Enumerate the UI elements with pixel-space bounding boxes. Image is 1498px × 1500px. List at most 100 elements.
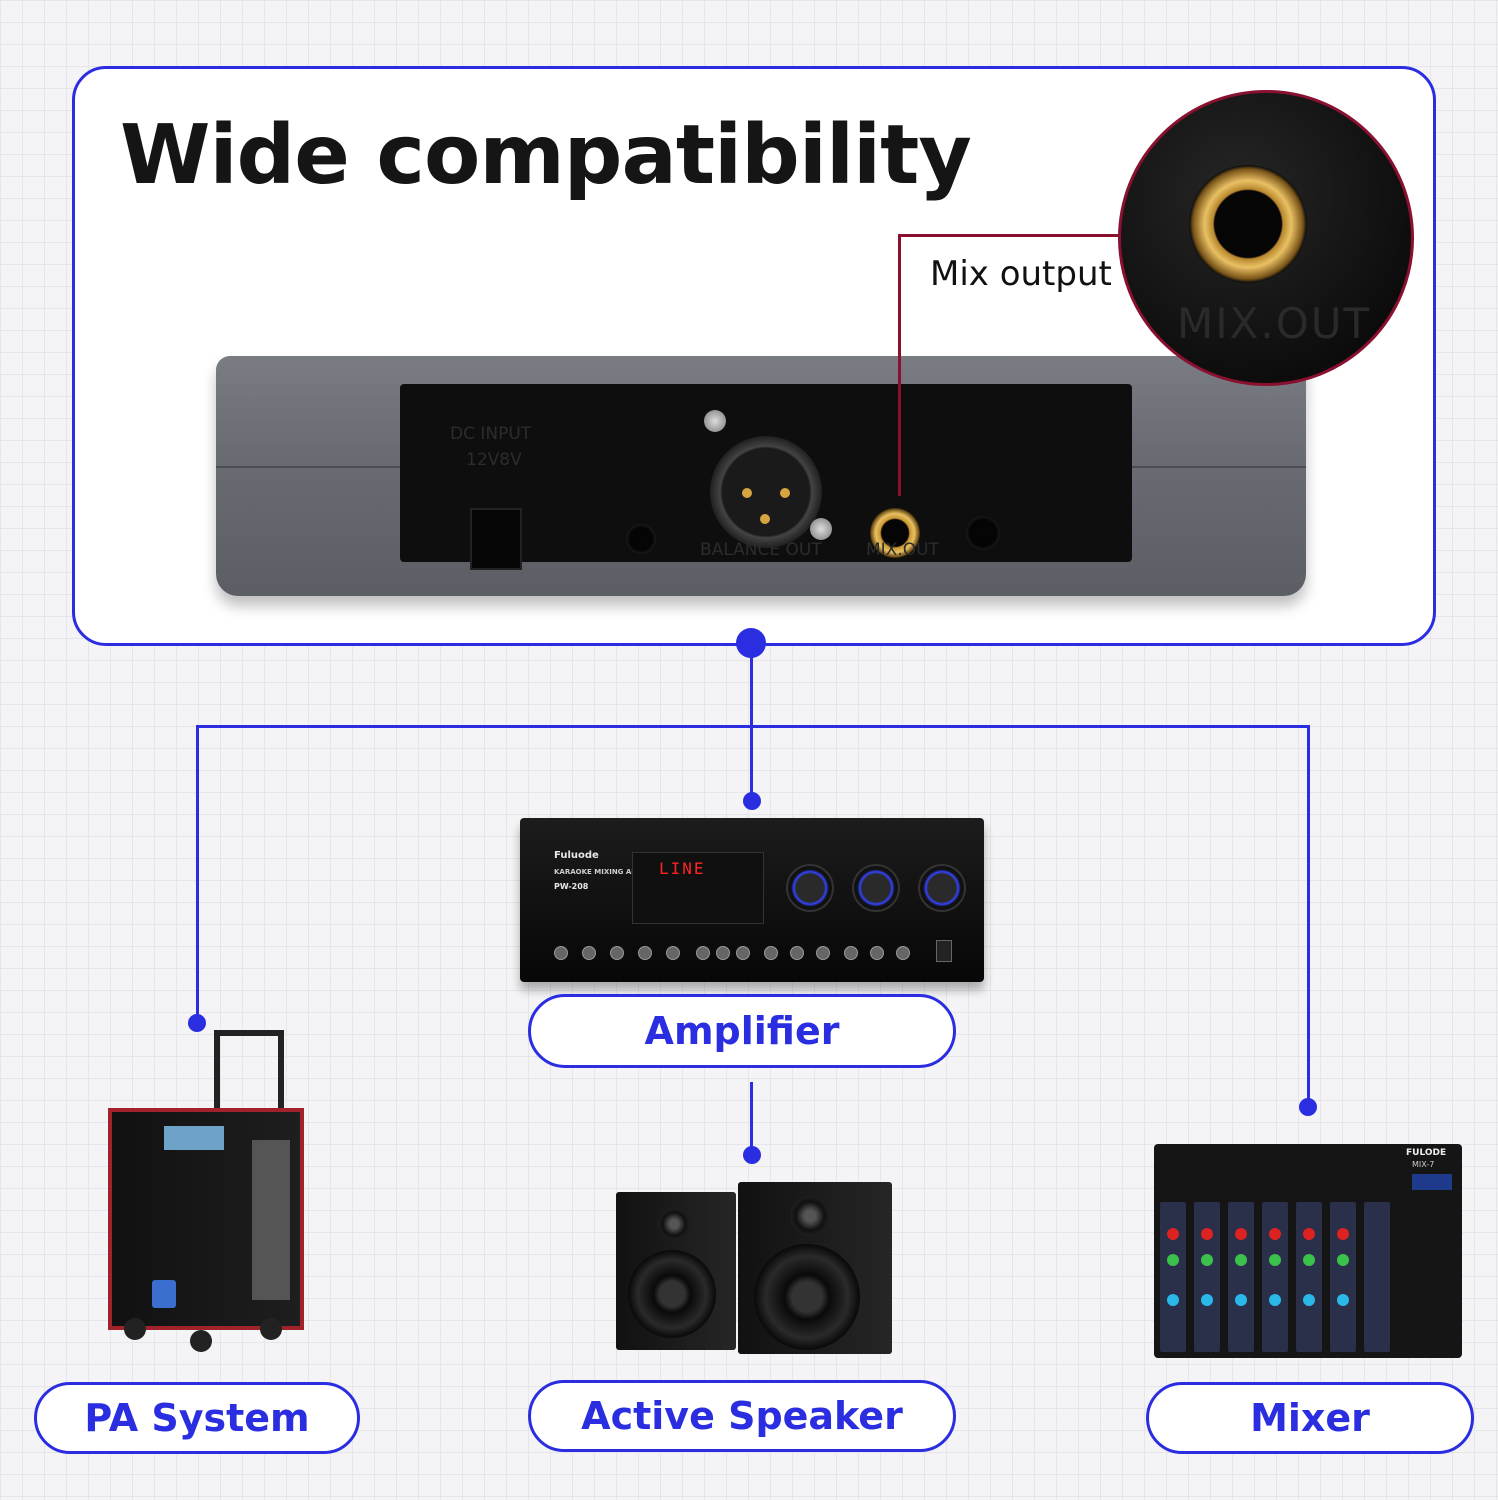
receiver-device-image: DC INPUT 12V8V BALANCE OUT MIX.OUT: [216, 356, 1306, 596]
mixer-knob: [1303, 1294, 1315, 1306]
mixer-knob: [1337, 1254, 1349, 1266]
mixer-knob: [1337, 1228, 1349, 1240]
mixer-knob: [1201, 1228, 1213, 1240]
amp-model: PW-208: [554, 882, 589, 891]
active-speaker-label: Active Speaker: [528, 1380, 956, 1452]
mic-master-knob: [852, 864, 900, 912]
channel-strip: [1262, 1202, 1288, 1352]
tweeter-icon: [790, 1196, 830, 1236]
amplifier-image: Fuluode KARAOKE MIXING AMPLIFIER PW-208 …: [520, 818, 984, 982]
channel-strip: [1296, 1202, 1322, 1352]
mic-jack: [736, 946, 750, 960]
mixer-knob: [1269, 1294, 1281, 1306]
mixer-knob: [1235, 1254, 1247, 1266]
pa-control-panel: [252, 1140, 290, 1300]
mix-output-zoom: MIX.OUT: [1118, 90, 1414, 386]
music-knob: [918, 864, 966, 912]
small-knob: [896, 946, 910, 960]
channel-strip: [1330, 1202, 1356, 1352]
mix-output-jack: [870, 508, 920, 558]
antenna-hole: [626, 524, 656, 554]
mixer-knob: [1201, 1294, 1213, 1306]
endpoint-dot: [743, 1146, 761, 1164]
channel-strip: [1194, 1202, 1220, 1352]
power-switch: [936, 940, 952, 962]
mixer-knob: [1167, 1294, 1179, 1306]
wheel-icon: [124, 1318, 146, 1340]
woofer-icon: [754, 1244, 860, 1350]
mixer-knob: [1235, 1294, 1247, 1306]
mixer-knob: [1201, 1254, 1213, 1266]
voltage-text: 12V8V: [466, 450, 522, 470]
mixer-knob: [1303, 1254, 1315, 1266]
pa-sticker: [164, 1126, 224, 1150]
connector-line: [1307, 725, 1310, 1105]
mic-jack: [696, 946, 710, 960]
dc-input-text: DC INPUT: [450, 424, 532, 444]
pa-handle: [214, 1030, 284, 1116]
small-knob: [764, 946, 778, 960]
mix-out-text: MIX.OUT: [866, 540, 939, 560]
small-knob: [790, 946, 804, 960]
echo-knob: [786, 864, 834, 912]
dc-jack: [470, 508, 522, 570]
mixer-knob: [1167, 1254, 1179, 1266]
zoomed-jack: [1189, 165, 1307, 283]
mixer-knob: [1269, 1254, 1281, 1266]
speaker-right-image: [738, 1182, 892, 1354]
connector-line: [196, 725, 1310, 728]
endpoint-dot: [743, 792, 761, 810]
callout-line: [898, 234, 1122, 237]
xlr-pin: [742, 488, 752, 498]
xlr-connector: [710, 436, 822, 548]
screw-icon: [704, 410, 726, 432]
small-knob: [582, 946, 596, 960]
balance-out-text: BALANCE OUT: [700, 540, 822, 560]
mixer-brand: FULODE: [1406, 1148, 1447, 1158]
small-knob: [816, 946, 830, 960]
small-knob: [666, 946, 680, 960]
small-knob: [554, 946, 568, 960]
small-knob: [844, 946, 858, 960]
amp-subtitle: KARAOKE MIXING AMPLIFIER: [554, 868, 668, 876]
shield-icon: [152, 1280, 176, 1308]
amplifier-label: Amplifier: [528, 994, 956, 1068]
pa-system-image: [108, 1108, 304, 1330]
wheel-icon: [190, 1330, 212, 1352]
endpoint-dot: [1299, 1098, 1317, 1116]
small-knob: [638, 946, 652, 960]
screw-icon: [810, 518, 832, 540]
callout-line: [898, 234, 901, 496]
wheel-icon: [260, 1318, 282, 1340]
mixer-knob: [1167, 1228, 1179, 1240]
page-title: Wide compatibility: [120, 108, 972, 203]
speaker-left-image: [616, 1192, 736, 1350]
mix-output-label: Mix output: [930, 254, 1112, 294]
mixer-knob: [1269, 1228, 1281, 1240]
channel-strip: [1228, 1202, 1254, 1352]
xlr-pin: [760, 514, 770, 524]
device-rear-panel: DC INPUT 12V8V BALANCE OUT MIX.OUT: [400, 384, 1132, 570]
connector-line: [750, 1082, 753, 1148]
connector-line: [196, 725, 199, 1021]
mixer-image: FULODE MIX-7: [1154, 1144, 1462, 1358]
amp-brand: Fuluode: [554, 850, 599, 861]
pa-system-label: PA System: [34, 1382, 360, 1454]
zoom-caption: MIX.OUT: [1177, 299, 1372, 348]
channel-strip: [1364, 1202, 1390, 1352]
mixer-model: MIX-7: [1412, 1160, 1435, 1169]
amp-display: LINE: [632, 852, 764, 924]
xlr-pin: [780, 488, 790, 498]
mixer-knob: [1303, 1228, 1315, 1240]
amp-led-text: LINE: [659, 859, 706, 878]
mixer-display: [1412, 1174, 1452, 1190]
channel-strip: [1160, 1202, 1186, 1352]
endpoint-dot: [188, 1014, 206, 1032]
small-knob: [870, 946, 884, 960]
port-hole: [966, 516, 1000, 550]
tweeter-icon: [658, 1208, 690, 1240]
mixer-knob: [1235, 1228, 1247, 1240]
woofer-icon: [628, 1250, 716, 1338]
mixer-label: Mixer: [1146, 1382, 1474, 1454]
mic-jack: [716, 946, 730, 960]
